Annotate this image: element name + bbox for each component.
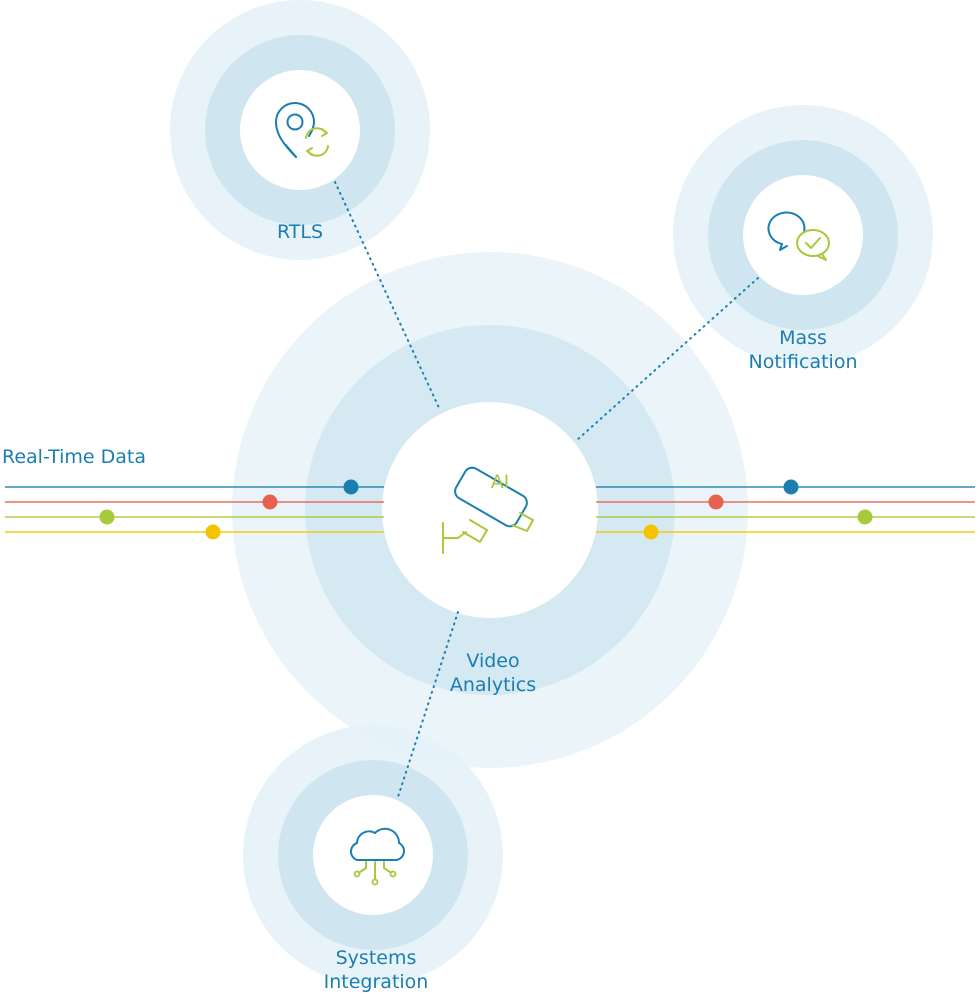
stream-dot-yellow-left (205, 524, 221, 540)
rtls-label: RTLS (276, 221, 324, 243)
hub-halo (232, 252, 748, 768)
connector-mass (576, 277, 759, 441)
ai-camera-icon: AI (442, 466, 534, 554)
mass-notification-label: Mass Notification (748, 327, 858, 373)
data-stream (5, 479, 975, 540)
ai-text: AI (491, 471, 510, 493)
connectors (334, 181, 759, 801)
stream-dot-red-right (708, 494, 724, 510)
rtls-node (170, 0, 430, 260)
stream-dot-blue-right (783, 479, 799, 495)
video-analytics-label: Video Analytics (449, 650, 537, 696)
stream-dot-red-left (262, 494, 278, 510)
systems-integration-label: Systems Integration (323, 947, 429, 993)
chat-check-icon (767, 211, 830, 261)
location-sync-icon (275, 102, 329, 158)
stream-dot-green-left (99, 509, 115, 525)
stream-dot-green-right (857, 509, 873, 525)
connector-rtls (334, 181, 441, 411)
real-time-data-label: Real-Time Data (2, 446, 146, 468)
stream-dot-yellow-right (643, 524, 659, 540)
hub-core (382, 402, 598, 618)
stream-dot-blue-left (343, 479, 359, 495)
systems-integration-node (243, 725, 503, 985)
cloud-circuit-icon (350, 827, 405, 886)
